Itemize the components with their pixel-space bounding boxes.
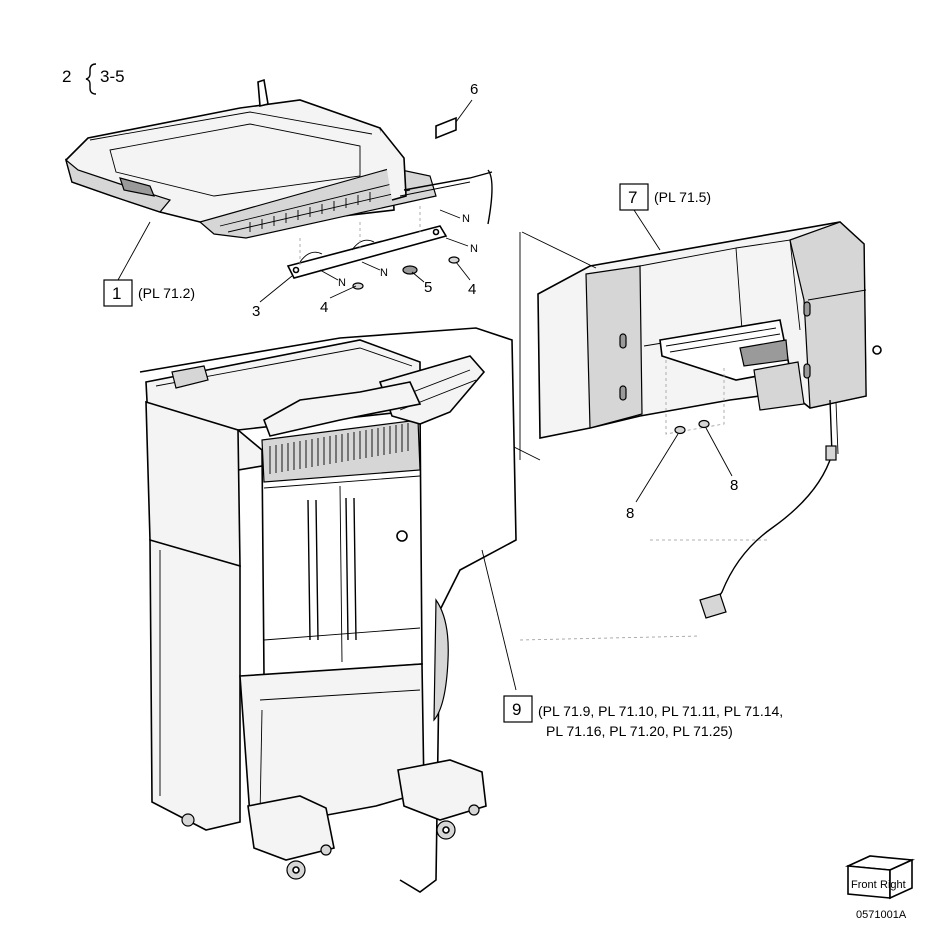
cube-front-label: Front (851, 879, 877, 891)
set-note-range: 3-5 (100, 67, 125, 86)
set-note-number: 2 (62, 67, 71, 86)
roller-teeth-icon (249, 192, 371, 232)
svg-text:PL 71.16, PL 71.20, PL 71.25): PL 71.16, PL 71.20, PL 71.25) (546, 723, 733, 739)
callout-9: 9 (PL 71.9, PL 71.10, PL 71.11, PL 71.14… (481, 549, 783, 739)
screw-mark-n3: N (380, 267, 388, 279)
svg-text:(PL 71.5): (PL 71.5) (654, 189, 711, 205)
brace-icon (85, 63, 97, 95)
foot-left (247, 795, 335, 861)
part-4-label-a: 4 (320, 299, 328, 316)
screw-mark-n2: N (470, 243, 478, 255)
bracket-part (286, 225, 448, 279)
top-transport-unit-drawing (64, 78, 493, 290)
svg-text:1: 1 (112, 284, 121, 303)
screw-icon (352, 256, 460, 290)
callout-7: 7 (PL 71.5) (619, 183, 711, 251)
main-finisher-drawing (139, 327, 517, 893)
callout-1: 1 (PL 71.2) (103, 221, 195, 307)
screw-mark-n4: N (338, 277, 346, 289)
figure-id: 0571001A (856, 909, 907, 921)
part-8-label-b: 8 (730, 477, 738, 494)
svg-text:9: 9 (512, 700, 521, 719)
part-labels-right: 8 8 (626, 427, 738, 522)
part-6-label: 6 (470, 81, 478, 98)
part-labels-top: 6 3 4 5 4 N N N N (252, 81, 478, 320)
tray-brush-icon (269, 423, 409, 474)
connector-icon (699, 593, 727, 619)
set-note: 2 3-5 (62, 63, 125, 95)
screw-icon (674, 419, 710, 435)
cube-right-label: Right (880, 879, 906, 891)
svg-text:(PL 71.2): (PL 71.2) (138, 285, 195, 301)
screw-mark-n1: N (462, 213, 470, 225)
right-cover-unit-drawing (537, 221, 882, 619)
foot-right (397, 759, 487, 821)
svg-text:7: 7 (628, 188, 637, 207)
part-3-label: 3 (252, 303, 260, 320)
part-4-label-b: 4 (468, 281, 476, 298)
orientation-cube-icon: Front Right (844, 855, 916, 900)
part-8-label-a: 8 (626, 505, 634, 522)
part-5-label: 5 (424, 279, 432, 296)
label-tag-part (435, 116, 457, 140)
svg-text:(PL 71.9, PL 71.10, PL 71.11,: (PL 71.9, PL 71.10, PL 71.11, PL 71.14, (538, 703, 783, 719)
caster-wheel-icon (181, 804, 480, 880)
